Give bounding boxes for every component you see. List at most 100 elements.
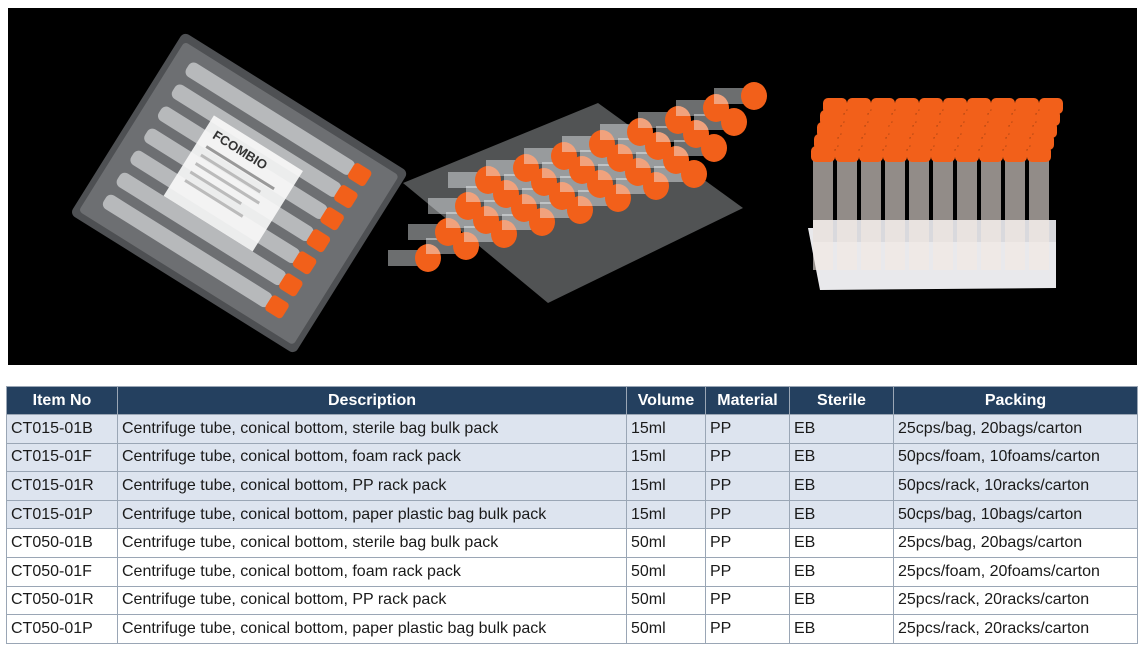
tube-cap [625,158,651,186]
tube-cap [475,166,501,194]
tube-cap [549,182,575,210]
tube-cap [741,82,767,110]
tube-cap [292,251,317,275]
cell-sterile: EB [789,614,894,644]
tube-body [1005,160,1025,270]
tube-cap [605,184,631,212]
cell-item-no: CT050-01F [6,556,118,587]
cell-volume: 15ml [626,414,706,444]
cell-volume: 50ml [626,614,706,644]
table-row: CT050-01P Centrifuge tube, conical botto… [6,614,1138,644]
tube-cap [721,108,747,136]
product-spec-table: Item No Description Volume Material Ster… [6,386,1138,644]
tube-body [1029,160,1049,270]
cell-item-no: CT015-01F [6,442,118,473]
tube-cap [883,146,907,162]
tube-cap [931,146,955,162]
table-row: CT050-01F Centrifuge tube, conical botto… [6,556,1138,587]
tube-body [933,160,953,270]
tube-cap [979,146,1003,162]
bulk-bag-photo [388,82,767,303]
tube-cap [306,229,331,253]
tube-body [813,160,833,270]
rack-pack-photo [808,98,1063,290]
tube-cap [455,192,481,220]
tube-cap [1003,146,1027,162]
cell-material: PP [705,414,790,444]
tube-cap [529,208,555,236]
cell-description: Centrifuge tube, conical bottom, paper p… [117,614,627,644]
cell-item-no: CT015-01B [6,414,118,444]
header-packing: Packing [893,386,1138,415]
tube-cap [683,120,709,148]
cell-packing: 25pcs/rack, 20racks/carton [893,585,1138,616]
product-photos: FCOMBIO [72,33,1063,353]
tube-cap [511,194,537,222]
tube-cap [279,273,303,297]
table-header-row: Item No Description Volume Material Ster… [6,386,1138,415]
cell-description: Centrifuge tube, conical bottom, PP rack… [117,585,627,616]
tube-cap [1027,146,1051,162]
cell-volume: 15ml [626,471,706,501]
tube-cap [811,146,835,162]
tube-cap [663,146,689,174]
cell-packing: 25pcs/bag, 20bags/carton [893,528,1138,558]
cell-description: Centrifuge tube, conical bottom, foam ra… [117,556,627,587]
header-material: Material [705,386,790,415]
cell-packing: 50cps/bag, 10bags/carton [893,499,1138,530]
tube-body [116,172,286,286]
tube-body [837,160,857,270]
tube-cap [567,196,593,224]
cell-packing: 25cps/bag, 20bags/carton [893,414,1138,444]
cell-sterile: EB [789,528,894,558]
tube-body [102,194,273,308]
tube-cap [627,118,653,146]
product-photo-banner: FCOMBIO [8,8,1137,365]
cell-sterile: EB [789,414,894,444]
cell-packing: 25pcs/foam, 20foams/carton [893,556,1138,587]
header-description: Description [117,386,627,415]
tube-cap [859,146,883,162]
cell-sterile: EB [789,585,894,616]
tube-cap [835,146,859,162]
header-item-no: Item No [6,386,118,415]
cell-sterile: EB [789,471,894,501]
tube-cap [643,172,669,200]
table-row: CT015-01R Centrifuge tube, conical botto… [6,471,1138,501]
tube-cap [435,218,461,246]
tube-cap [415,244,441,272]
tube-cap [491,220,517,248]
cell-sterile: EB [789,499,894,530]
tube-cap [665,106,691,134]
tube-cap [703,94,729,122]
tube-cap [334,185,358,209]
cell-material: PP [705,442,790,473]
cell-item-no: CT050-01B [6,528,118,558]
tube-cap [701,134,727,162]
tube-cap [681,160,707,188]
table-row: CT015-01B Centrifuge tube, conical botto… [6,414,1138,444]
tube-cap [907,146,931,162]
tube-cap [587,170,613,198]
cell-packing: 50pcs/foam, 10foams/carton [893,442,1138,473]
cell-description: Centrifuge tube, conical bottom, foam ra… [117,442,627,473]
header-volume: Volume [626,386,706,415]
cell-item-no: CT015-01P [6,499,118,530]
cell-packing: 25pcs/rack, 20racks/carton [893,614,1138,644]
cell-description: Centrifuge tube, conical bottom, sterile… [117,414,627,444]
cell-description: Centrifuge tube, conical bottom, sterile… [117,528,627,558]
tube-cap [493,180,519,208]
cell-material: PP [705,585,790,616]
tube-cap [569,156,595,184]
cell-material: PP [705,528,790,558]
tube-cap [453,232,479,260]
tube-body [909,160,929,270]
cell-item-no: CT050-01P [6,614,118,644]
table-row: CT015-01F Centrifuge tube, conical botto… [6,442,1138,473]
tube-cap [265,295,289,319]
table-row: CT050-01R Centrifuge tube, conical botto… [6,585,1138,616]
tube-body [185,62,355,175]
tube-cap [347,163,372,186]
cell-item-no: CT015-01R [6,471,118,501]
cell-material: PP [705,499,790,530]
